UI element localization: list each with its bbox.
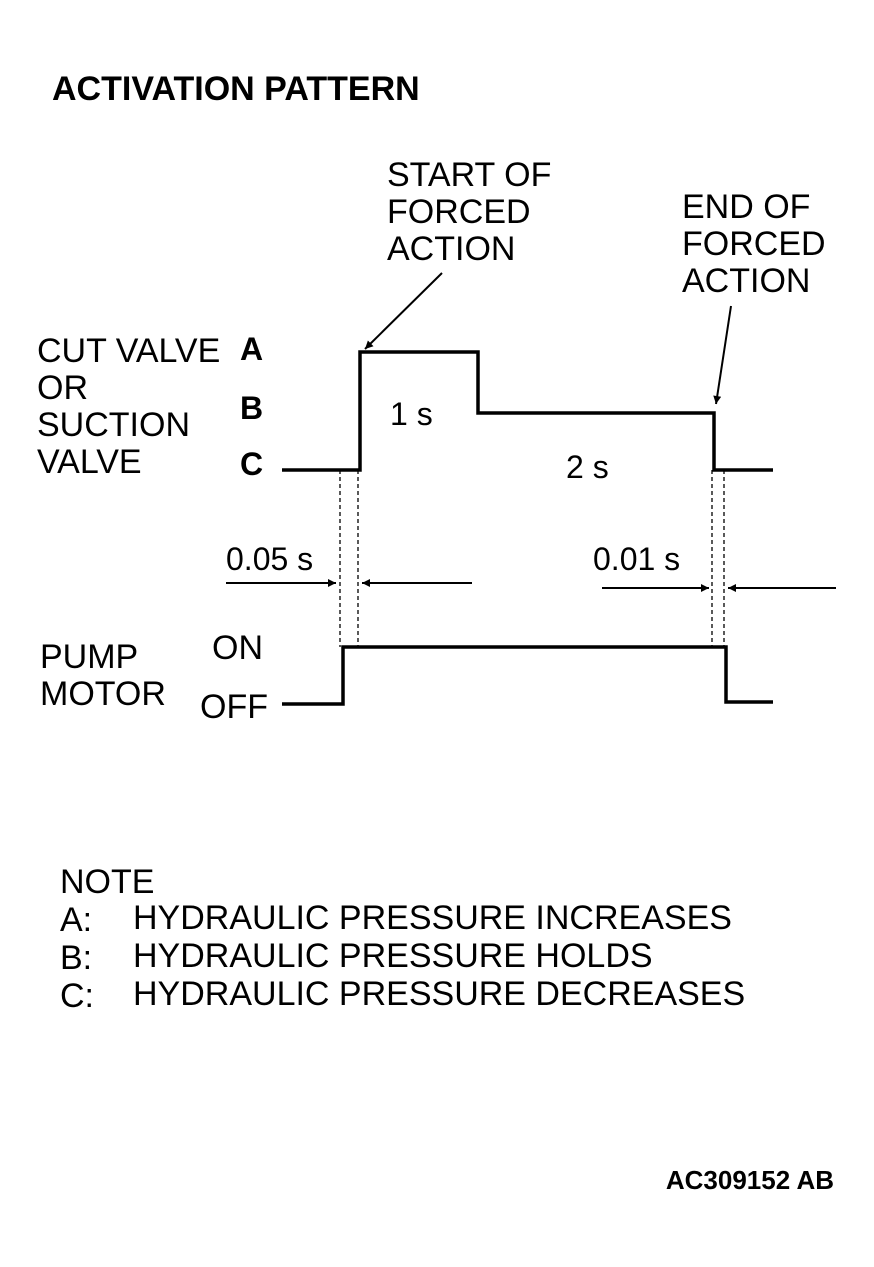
note-c-text: HYDRAULIC PRESSURE DECREASES: [133, 975, 746, 1013]
note-b-text: HYDRAULIC PRESSURE HOLDS: [133, 937, 653, 975]
pump-on-label: ON: [212, 629, 263, 667]
level-a-label: A: [240, 331, 264, 367]
pump-motor-label: PUMP MOTOR: [40, 638, 166, 713]
pump-lead-time: 0.05 s: [226, 541, 314, 577]
start-forced-action-callout: START OF FORCED ACTION: [387, 156, 552, 268]
end-callout-arrow: [713, 305, 732, 405]
figure-code: AC309152 AB: [665, 1165, 834, 1195]
note-b-key: B:: [60, 939, 93, 977]
pump-waveform: [282, 645, 773, 706]
duration-level-a: 1 s: [390, 396, 433, 432]
valve-waveform: [282, 350, 773, 472]
pump-lag-time: 0.01 s: [593, 541, 681, 577]
duration-level-b: 2 s: [566, 449, 609, 485]
pump-off-label: OFF: [200, 688, 268, 726]
note-a-key: A:: [60, 901, 93, 939]
end-forced-action-callout: END OF FORCED ACTION: [682, 188, 826, 300]
level-b-label: B: [240, 390, 264, 426]
valve-label: CUT VALVE OR SUCTION VALVE: [37, 332, 221, 481]
note-a-text: HYDRAULIC PRESSURE INCREASES: [133, 899, 732, 937]
note-c-key: C:: [60, 977, 94, 1015]
diagram-title: ACTIVATION PATTERN: [52, 70, 420, 108]
level-c-label: C: [240, 446, 264, 482]
start-callout-arrow: [364, 272, 443, 350]
note-heading: NOTE: [60, 863, 155, 901]
